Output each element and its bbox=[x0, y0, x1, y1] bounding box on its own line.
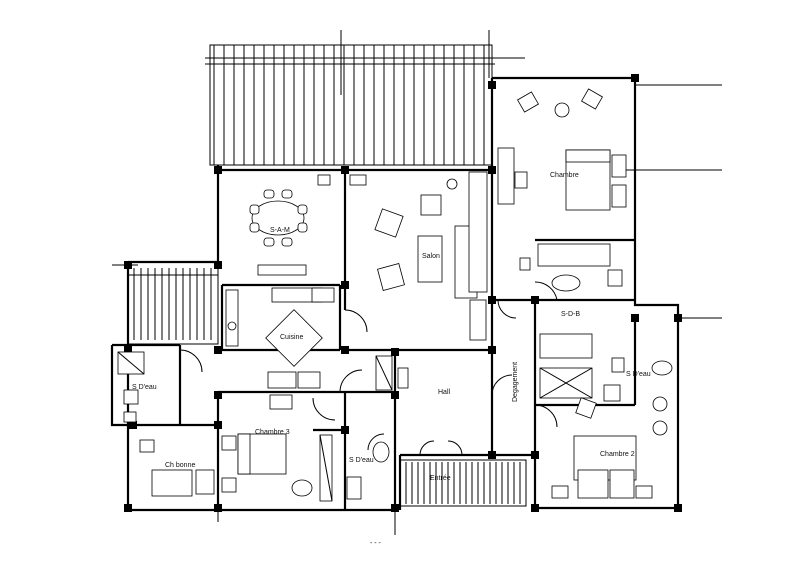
room-labels: S-A-M Salon Chambre Cuisine S-D-B S D'ea… bbox=[132, 172, 651, 547]
label-sdeau-mid: S D'eau bbox=[349, 457, 374, 464]
pergola bbox=[205, 30, 525, 166]
label-chambre-1: Chambre bbox=[550, 172, 579, 179]
column bbox=[391, 348, 399, 356]
columns bbox=[124, 74, 682, 512]
label-sdeau-left: S D'eau bbox=[132, 384, 157, 391]
column bbox=[341, 281, 349, 289]
service-furniture bbox=[117, 351, 215, 497]
label-sam: S-A-M bbox=[270, 227, 290, 234]
label-hall: Hall bbox=[438, 389, 451, 396]
label-chambre-2: Chambre 2 bbox=[600, 451, 635, 458]
label-sdb: S-D-B bbox=[561, 311, 580, 318]
column bbox=[631, 314, 639, 322]
sdeau-right-furniture bbox=[603, 357, 673, 436]
column bbox=[214, 346, 222, 354]
column bbox=[488, 296, 496, 304]
column bbox=[214, 391, 222, 399]
kitchen-furniture bbox=[225, 289, 323, 389]
column bbox=[488, 166, 496, 174]
label-sdeau-right: S D'eau bbox=[626, 371, 651, 378]
left-stair bbox=[127, 261, 219, 345]
label-salon: Salon bbox=[422, 253, 440, 260]
sdeau-mid-furniture bbox=[346, 355, 409, 500]
sdb-furniture bbox=[519, 243, 623, 399]
column bbox=[129, 421, 137, 429]
column bbox=[124, 346, 132, 354]
label-ch-bonne: Ch bonne bbox=[165, 462, 195, 469]
column bbox=[391, 391, 399, 399]
dining-table bbox=[249, 174, 367, 276]
column bbox=[214, 166, 222, 174]
column bbox=[214, 504, 222, 512]
column bbox=[124, 504, 132, 512]
column bbox=[214, 261, 222, 269]
column bbox=[341, 346, 349, 354]
column bbox=[341, 426, 349, 434]
column bbox=[531, 296, 539, 304]
bedroom-1-furniture bbox=[497, 88, 627, 211]
label-cuisine: Cuisine bbox=[280, 334, 303, 341]
label-entree: Entrée bbox=[430, 475, 451, 482]
column bbox=[214, 421, 222, 429]
column bbox=[488, 451, 496, 459]
grid-lines bbox=[112, 84, 722, 535]
column bbox=[488, 81, 496, 89]
column bbox=[531, 451, 539, 459]
salon-furniture bbox=[271, 171, 488, 341]
bedroom-2-furniture bbox=[551, 397, 653, 499]
label-degagement: Degagement bbox=[512, 362, 519, 402]
column bbox=[531, 504, 539, 512]
column bbox=[341, 166, 349, 174]
column bbox=[488, 346, 496, 354]
bedroom-3-furniture bbox=[221, 394, 333, 502]
entrance-steps bbox=[399, 459, 527, 507]
footer-mark: - - - bbox=[370, 540, 382, 547]
doors bbox=[179, 281, 558, 456]
label-chambre-3: Chambre 3 bbox=[255, 429, 290, 436]
column bbox=[631, 74, 639, 82]
column bbox=[391, 504, 399, 512]
column bbox=[674, 504, 682, 512]
